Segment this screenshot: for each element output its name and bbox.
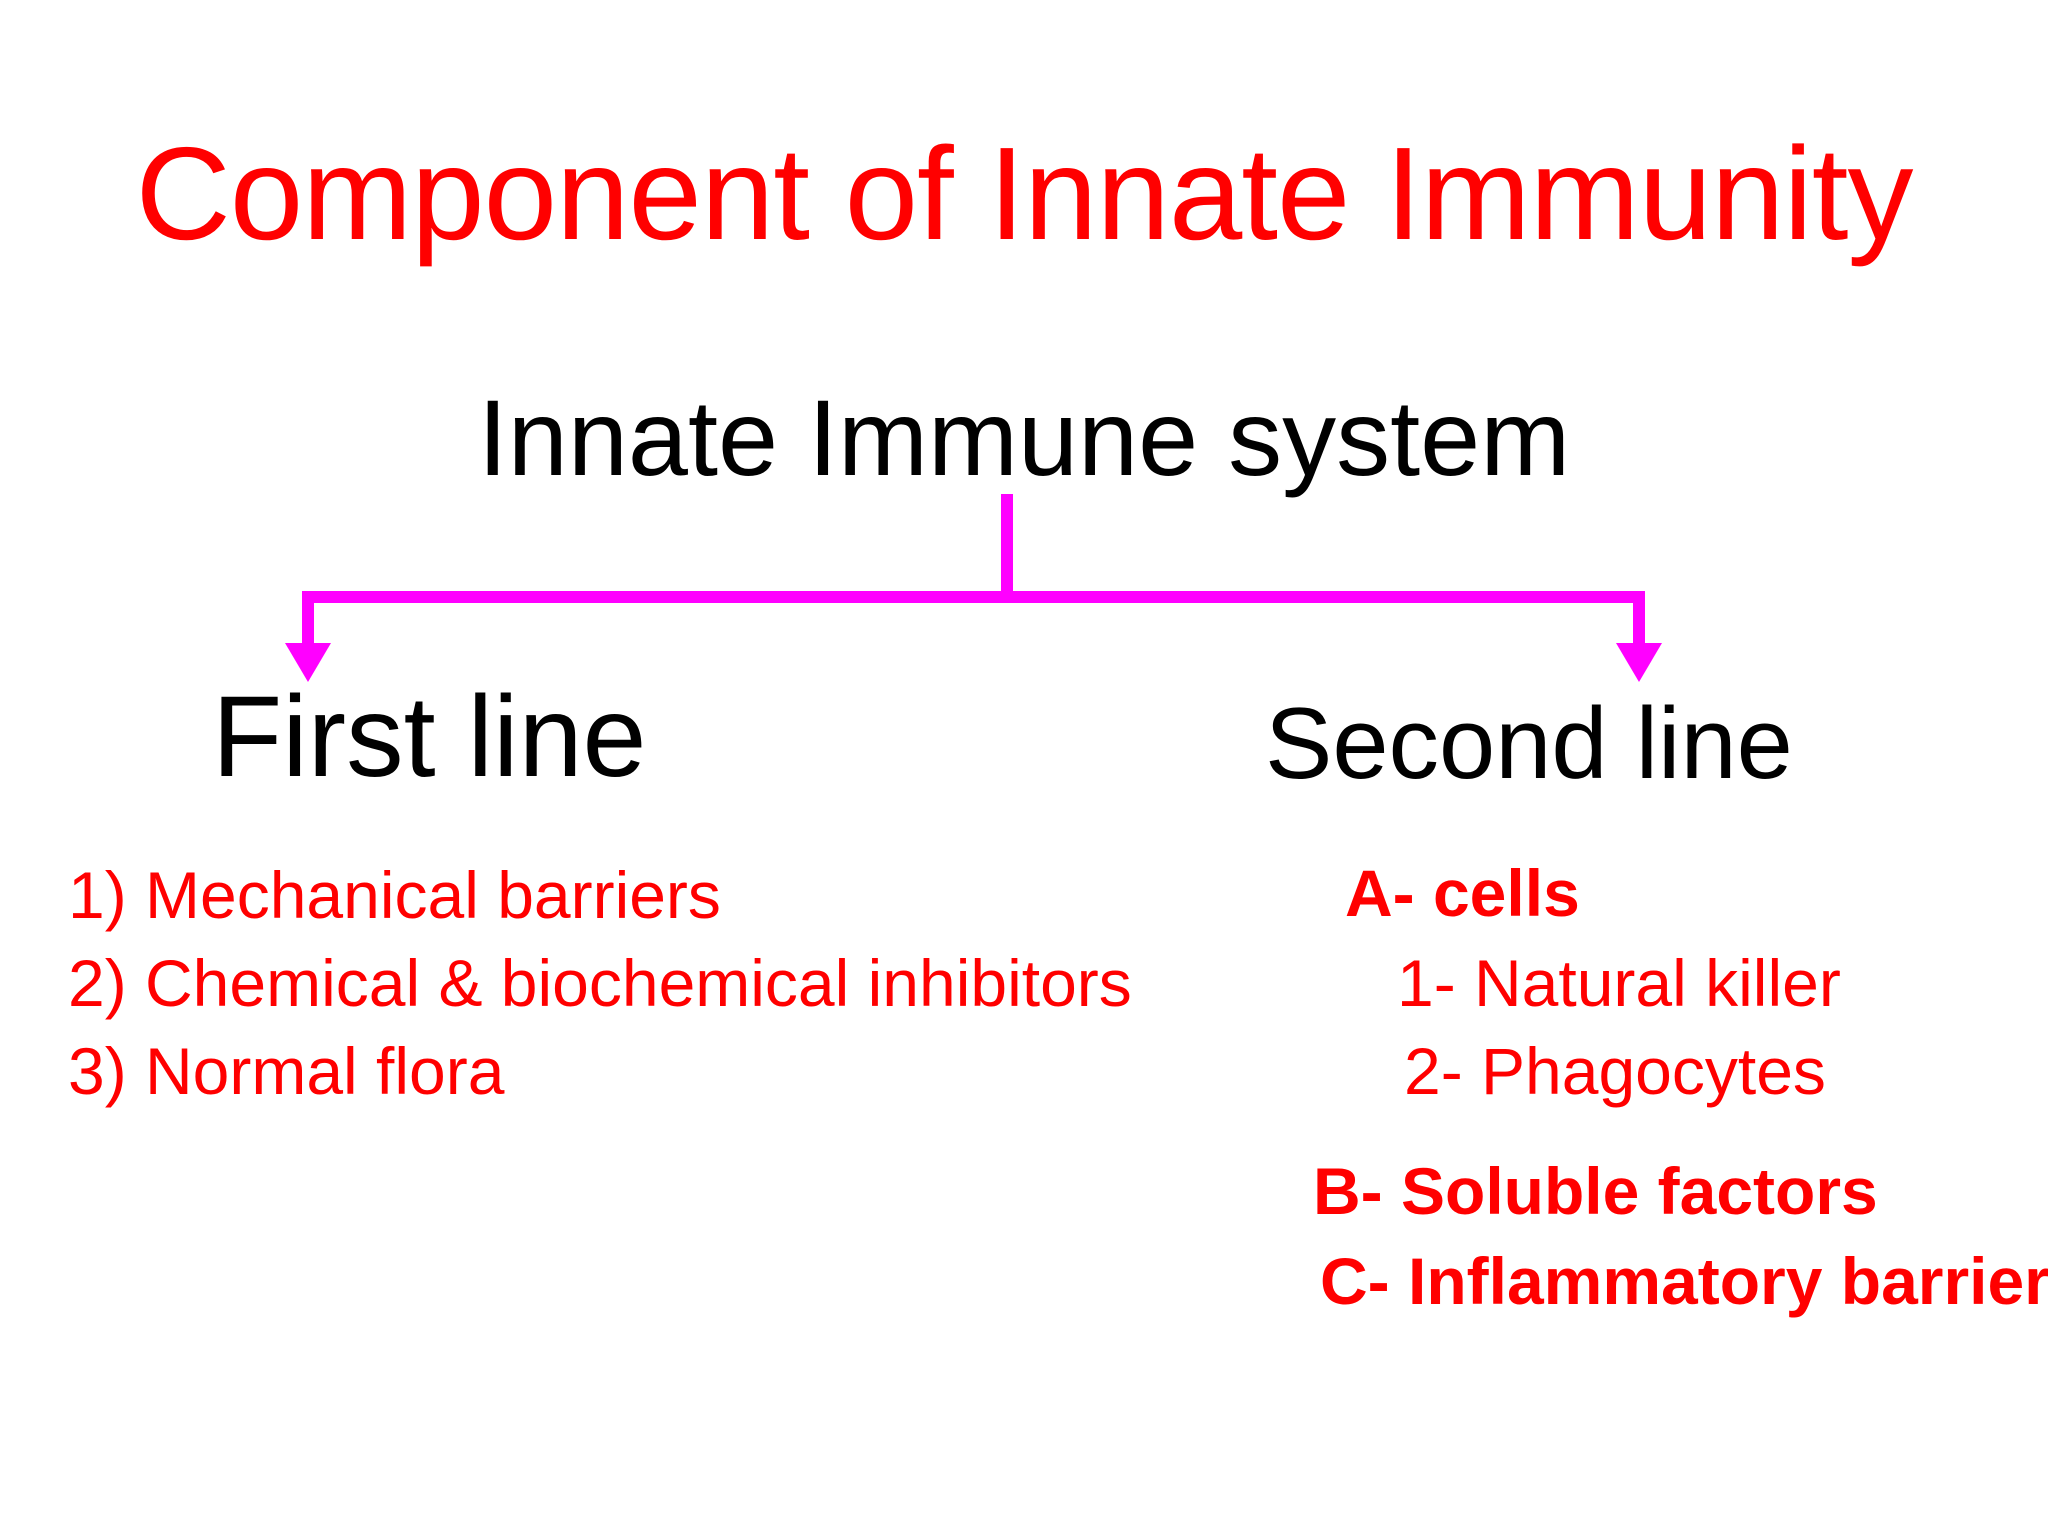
first-line-item-chemical-inhibitors: 2) Chemical & biochemical inhibitors (68, 946, 1132, 1020)
connector-left-drop-line (302, 591, 314, 648)
root-node-label: Innate Immune system (477, 377, 1571, 498)
second-line-item-natural-killer: 1- Natural killer (1397, 946, 1841, 1020)
second-line-group-soluble-factors: B- Soluble factors (1313, 1154, 1878, 1228)
down-arrow-right-icon (1616, 643, 1662, 682)
connector-stem-line (1001, 494, 1013, 603)
page-title: Component of Innate Immunity (135, 120, 1914, 267)
connector-horizontal-line (302, 591, 1645, 603)
down-arrow-left-icon (285, 643, 331, 682)
second-line-item-phagocytes: 2- Phagocytes (1404, 1034, 1826, 1108)
second-line-group-inflammatory-barriers: C- Inflammatory barriers (1320, 1244, 2048, 1318)
first-line-item-mechanical-barriers: 1) Mechanical barriers (68, 858, 721, 932)
connector-right-drop-line (1633, 591, 1645, 648)
first-line-heading: First line (212, 673, 647, 801)
second-line-group-cells: A- cells (1345, 856, 1580, 930)
first-line-item-normal-flora: 3) Normal flora (68, 1034, 505, 1108)
second-line-heading: Second line (1265, 688, 1793, 800)
